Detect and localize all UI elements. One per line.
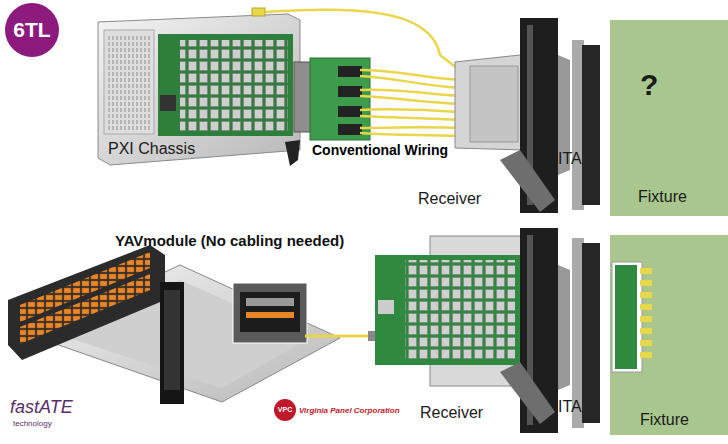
section-heading: YAVmodule (No cabling needed): [115, 232, 344, 249]
part-name: PXI Chassis: [108, 140, 195, 158]
box-label: Fixture: [638, 188, 687, 206]
box-label: Fixture: [640, 411, 689, 429]
part-name: Receiver: [418, 190, 481, 208]
part-name: Conventional Wiring: [312, 142, 448, 158]
logo-text: Virginia Panel Corporation: [299, 406, 400, 415]
fixture-box: ? Fixture: [610, 20, 728, 216]
part-name: ITA: [558, 398, 582, 416]
fixture-box: Fixture: [610, 235, 728, 435]
part-name: ITA: [558, 150, 582, 168]
part-name: Receiver: [420, 404, 483, 422]
question-mark: ?: [640, 68, 658, 103]
logo-text: fastATE: [10, 397, 73, 418]
logo-text: technology: [13, 419, 52, 428]
logo-text: VPC: [278, 406, 292, 414]
logo-text: 6TL: [13, 18, 50, 42]
